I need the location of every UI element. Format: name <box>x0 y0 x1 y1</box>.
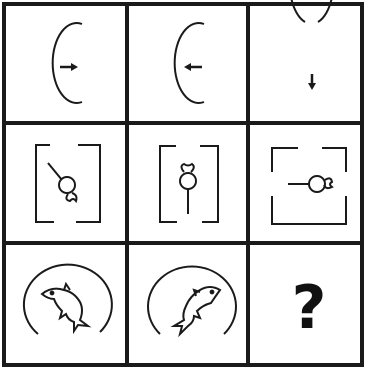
cell-3-2 <box>148 267 236 334</box>
arrow-left-icon <box>184 63 202 71</box>
frame-top-right <box>322 148 346 172</box>
frame-right-bracket <box>200 146 218 222</box>
cell-2-2 <box>160 146 218 222</box>
dolphin-icon <box>42 284 88 331</box>
cell-1-2 <box>175 23 204 103</box>
frame-left-bracket <box>160 146 177 222</box>
frame-right-bracket <box>76 145 100 222</box>
cell-3-3: ? <box>292 273 327 343</box>
frame-bottom <box>272 196 346 224</box>
flower-icon <box>180 164 196 214</box>
arrow-down-icon <box>308 74 316 90</box>
cell-2-1 <box>36 145 100 222</box>
arrow-right-icon <box>60 63 78 71</box>
cell-1-1 <box>53 23 82 103</box>
flower-icon <box>48 163 77 201</box>
circle-figure <box>24 265 112 334</box>
frame-left-bracket <box>36 145 54 222</box>
dolphin-icon <box>174 287 220 334</box>
open-ellipse-figure <box>53 23 82 103</box>
open-ellipse-figure <box>175 23 204 103</box>
question-mark: ? <box>292 273 327 343</box>
cell-1-3 <box>290 0 334 90</box>
cell-3-1 <box>24 265 112 334</box>
frame-top-left <box>272 148 298 172</box>
cell-2-3 <box>272 148 346 224</box>
flower-icon <box>288 176 332 192</box>
circle-figure <box>148 267 236 334</box>
